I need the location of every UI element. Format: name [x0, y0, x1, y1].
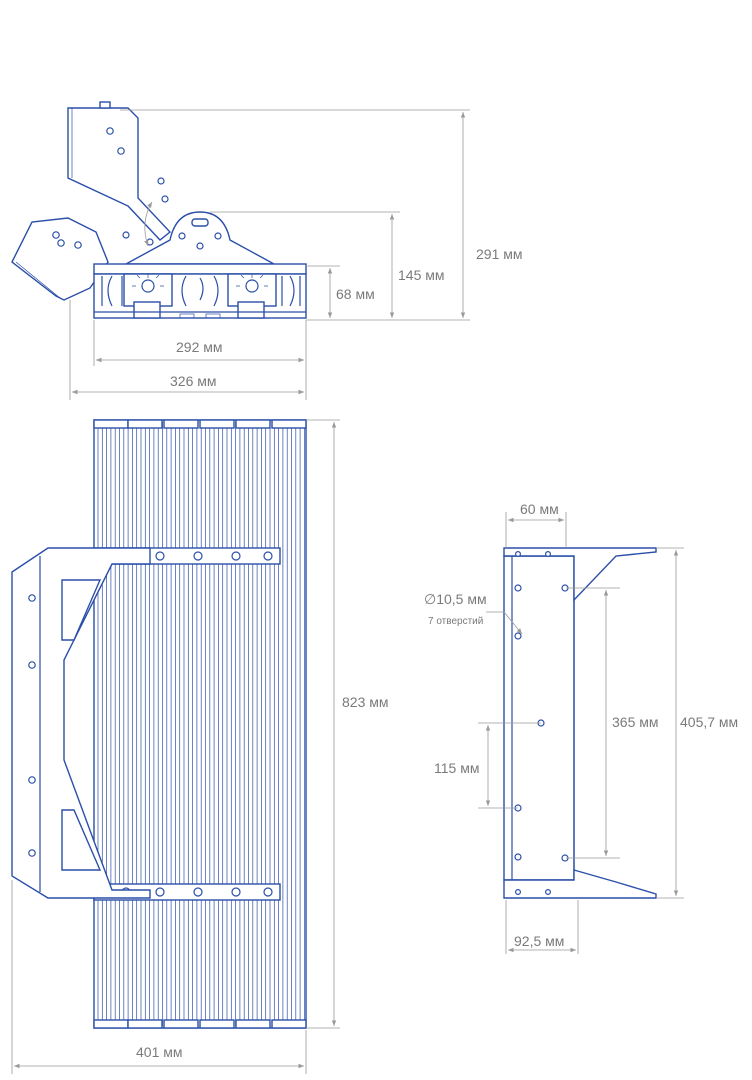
- dimension-lines-top: [69, 109, 470, 400]
- dim-overall-width: 401 мм: [136, 1044, 183, 1060]
- dim-total-height: 291 мм: [476, 246, 523, 262]
- bracket-holes: [514, 550, 569, 895]
- dim-lamp-height: 145 мм: [398, 267, 445, 283]
- side-mount-bracket: [11, 547, 151, 899]
- dim-hole-pitch: 115 мм: [434, 760, 479, 776]
- dim-body-height: 68 мм: [336, 286, 375, 302]
- dim-hole-count: 7 отверстий: [428, 616, 483, 627]
- dim-mount-span: 365 мм: [612, 714, 659, 730]
- bar-holes: [121, 551, 273, 897]
- dim-body-width: 292 мм: [176, 339, 223, 355]
- dim-bracket-depth: 92,5 мм: [514, 933, 564, 949]
- dim-total-width: 326 мм: [170, 373, 217, 389]
- dim-bracket-height: 405,7 мм: [680, 714, 738, 730]
- dim-hole-diameter: ∅10,5 мм: [424, 591, 487, 607]
- pivot-cap: [125, 211, 275, 265]
- mount-bracket-upper: [67, 101, 172, 246]
- mount-bracket-rotated: [11, 217, 109, 301]
- dim-length: 823 мм: [342, 694, 389, 710]
- heatsink-profile: [93, 263, 307, 319]
- front-view: 823 мм 401 мм: [11, 419, 389, 1074]
- bracket-side-view: 60 мм ∅10,5 мм 7 отверстий 115 мм 365 мм…: [424, 501, 738, 954]
- dim-flange-width: 60 мм: [520, 501, 559, 517]
- top-view: 291 мм 145 мм 68 мм 292 мм 326 мм: [11, 101, 523, 400]
- heatsink-fins: [93, 419, 307, 1029]
